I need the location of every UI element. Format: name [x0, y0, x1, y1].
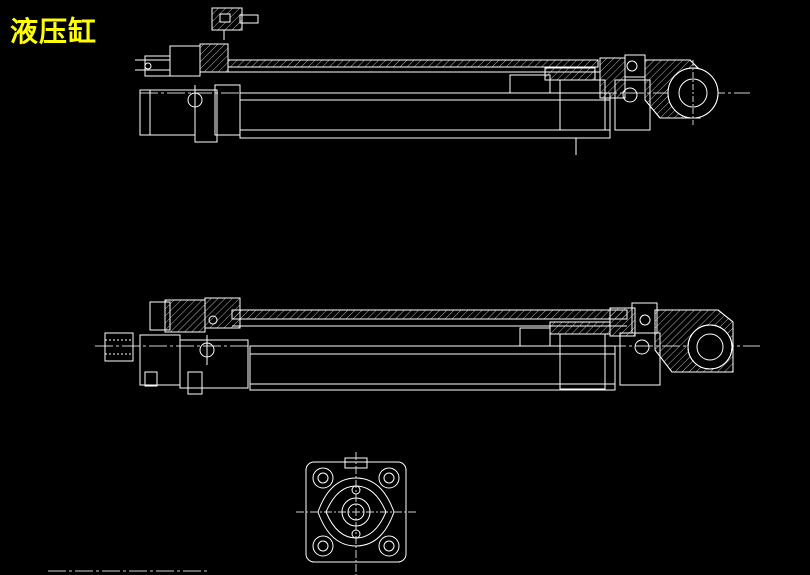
- lower-rod-end-head: [104, 297, 249, 395]
- end-flange-view: [296, 452, 416, 575]
- upper-rod-end-head: [135, 43, 241, 143]
- lower-cap-end: [519, 302, 734, 390]
- lower-section-view: [95, 297, 760, 395]
- upper-section-view: [135, 7, 750, 155]
- upper-barrel-wall: [227, 59, 599, 68]
- lower-barrel-wall: [231, 309, 628, 320]
- lower-piston-rod: [249, 345, 616, 391]
- upper-piston-rod: [239, 92, 611, 139]
- drawing-title: 液压缸: [10, 15, 98, 48]
- upper-cap-end: [509, 54, 719, 131]
- detail-inset: [211, 7, 259, 40]
